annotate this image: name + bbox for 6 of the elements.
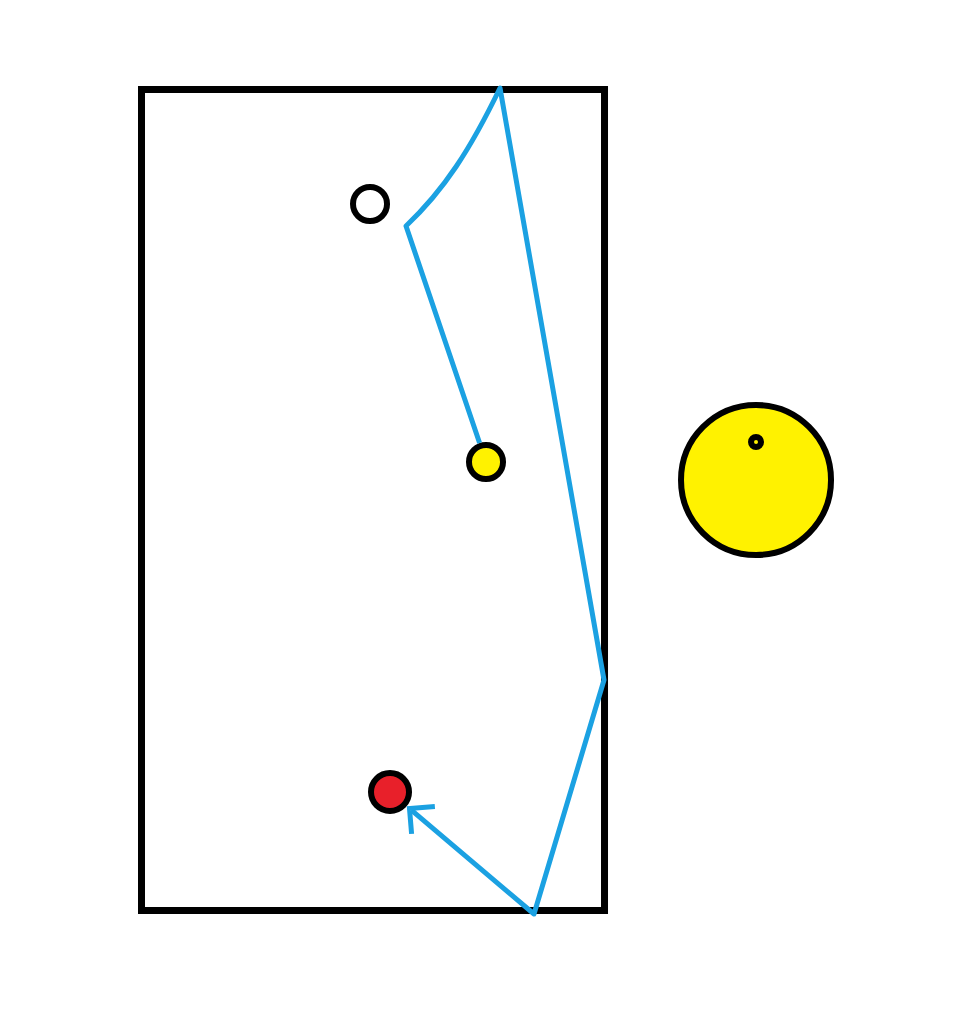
circle-marker [350, 184, 390, 224]
panel-rectangle [138, 86, 608, 914]
circle-marker [466, 442, 506, 482]
arrow [403, 85, 607, 917]
circle-marker [368, 770, 412, 814]
sphere-circle [678, 402, 834, 558]
